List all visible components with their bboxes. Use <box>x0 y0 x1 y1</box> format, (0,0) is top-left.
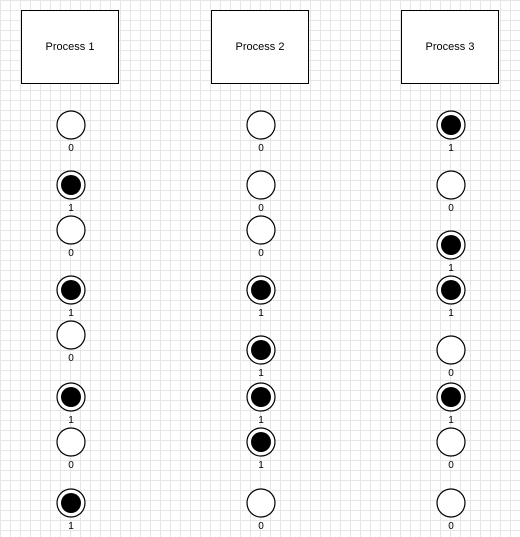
bit-label: 1 <box>448 263 454 274</box>
bit-label: 1 <box>448 415 454 426</box>
bit-node-filled[interactable] <box>56 382 86 412</box>
bit-label: 0 <box>448 368 454 379</box>
process-box-3[interactable]: Process 3 <box>401 10 499 84</box>
bit-node-filled[interactable] <box>436 275 466 305</box>
bit-node-empty[interactable] <box>56 427 86 457</box>
bit-node-empty[interactable] <box>246 488 276 518</box>
bit-label: 1 <box>68 308 74 319</box>
bit-label: 1 <box>68 203 74 214</box>
bit-node-empty[interactable] <box>436 488 466 518</box>
bit-label: 0 <box>68 143 74 154</box>
bit-node-filled[interactable] <box>56 488 86 518</box>
bit-node-empty[interactable] <box>246 215 276 245</box>
bit-label: 1 <box>68 521 74 532</box>
bit-label: 0 <box>258 248 264 259</box>
process-label: Process 3 <box>425 41 475 53</box>
bit-node-empty[interactable] <box>56 320 86 350</box>
bit-node-filled[interactable] <box>436 230 466 260</box>
bit-node-filled[interactable] <box>246 427 276 457</box>
process-box-2[interactable]: Process 2 <box>211 10 309 84</box>
bit-node-empty[interactable] <box>246 170 276 200</box>
bit-node-filled[interactable] <box>436 110 466 140</box>
process-label: Process 1 <box>45 41 95 53</box>
bit-label: 0 <box>448 521 454 532</box>
bit-label: 1 <box>448 308 454 319</box>
bit-label: 1 <box>258 368 264 379</box>
bit-label: 1 <box>258 460 264 471</box>
bit-node-empty[interactable] <box>56 215 86 245</box>
bit-node-empty[interactable] <box>56 110 86 140</box>
bit-node-empty[interactable] <box>246 110 276 140</box>
process-box-1[interactable]: Process 1 <box>21 10 119 84</box>
bit-label: 0 <box>258 203 264 214</box>
bit-node-empty[interactable] <box>436 170 466 200</box>
bit-node-filled[interactable] <box>246 335 276 365</box>
bit-node-filled[interactable] <box>246 382 276 412</box>
bit-node-empty[interactable] <box>436 427 466 457</box>
process-label: Process 2 <box>235 41 285 53</box>
bit-node-filled[interactable] <box>56 275 86 305</box>
bit-label: 0 <box>258 143 264 154</box>
bit-label: 0 <box>68 460 74 471</box>
bit-node-filled[interactable] <box>436 382 466 412</box>
bit-label: 0 <box>68 353 74 364</box>
bit-label: 0 <box>68 248 74 259</box>
bit-label: 0 <box>448 203 454 214</box>
bit-label: 0 <box>448 460 454 471</box>
bit-node-empty[interactable] <box>436 335 466 365</box>
bit-label: 0 <box>258 521 264 532</box>
bit-label: 1 <box>68 415 74 426</box>
bit-label: 1 <box>448 143 454 154</box>
bit-node-filled[interactable] <box>246 275 276 305</box>
bit-label: 1 <box>258 308 264 319</box>
bit-label: 1 <box>258 415 264 426</box>
bit-node-filled[interactable] <box>56 170 86 200</box>
